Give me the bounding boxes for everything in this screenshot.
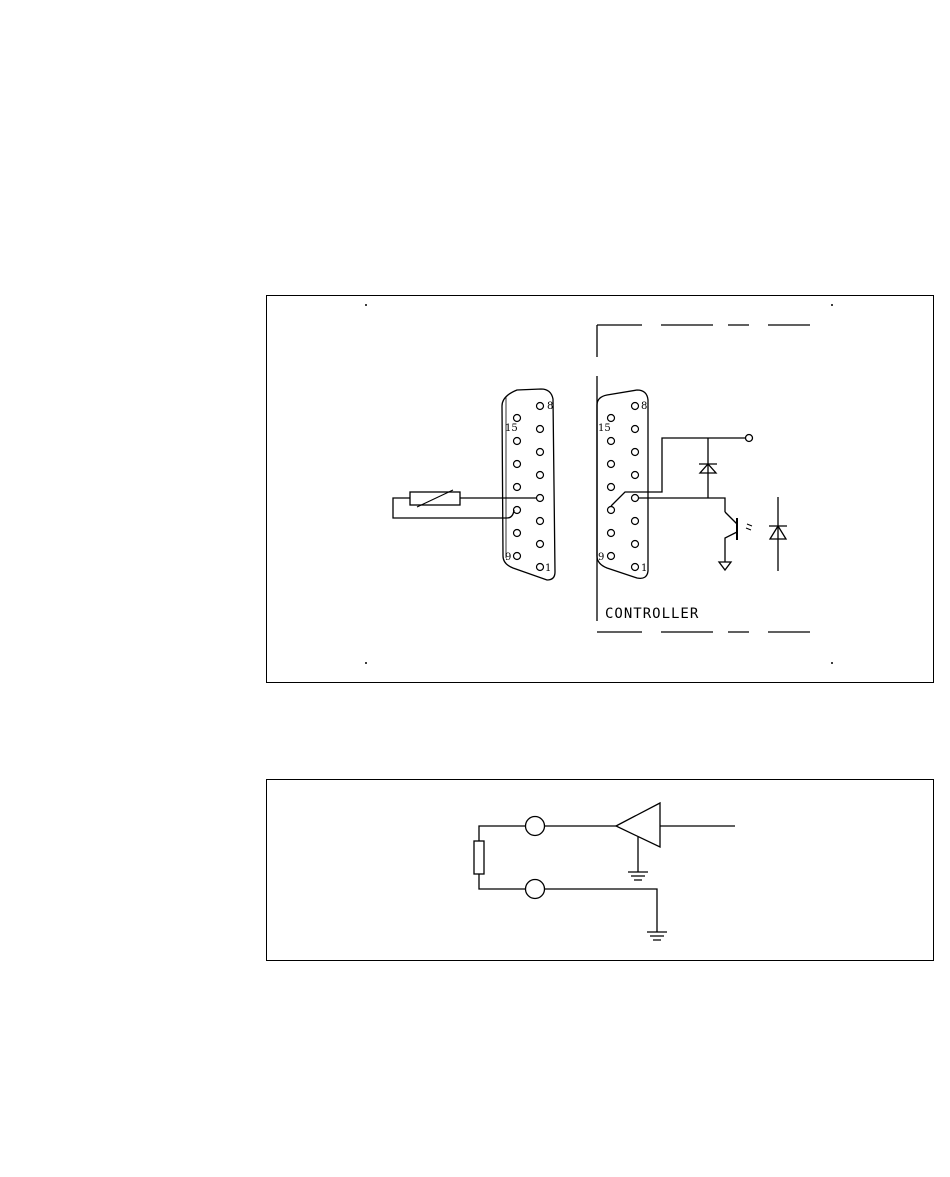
pin-label-8: 8: [547, 401, 553, 412]
pin-label-1: 1: [545, 563, 551, 574]
corner-marks: [365, 304, 833, 664]
top-diagram-frame: 8 15 9 1 8 15 9 1 CONTROLLER: [266, 295, 934, 683]
ground-terminal-icon: [526, 880, 545, 899]
amplifier-icon: [545, 803, 735, 880]
pin-label-8: 8: [641, 401, 647, 412]
phototransistor-icon: [708, 498, 752, 570]
pin-label-15: 15: [598, 423, 611, 434]
amplifier-input-schematic: [267, 780, 935, 962]
left-connector-labels: 8 15 9 1: [505, 401, 553, 574]
right-connector-pins: [608, 403, 639, 571]
right-connector-labels: 8 15 9 1: [598, 401, 647, 574]
pin-label-1: 1: [641, 563, 647, 574]
left-connector-pins: [514, 403, 544, 571]
pin-label-9: 9: [598, 552, 604, 563]
pin-label-9: 9: [505, 552, 511, 563]
external-resistor: [393, 490, 536, 518]
input-terminal-icon: [526, 817, 545, 836]
connector-wiring-diagram: 8 15 9 1 8 15 9 1 CONTROLLER: [267, 296, 935, 684]
controller-boundary: [597, 325, 810, 632]
terminal-icon: [746, 435, 753, 442]
input-resistor: [474, 826, 525, 889]
controller-label: CONTROLLER: [605, 606, 699, 622]
pin-label-15: 15: [505, 423, 518, 434]
ground-icon: [545, 889, 667, 940]
bottom-diagram-frame: [266, 779, 934, 961]
led-icon: [769, 497, 787, 571]
right-db15-connector: [597, 390, 648, 578]
